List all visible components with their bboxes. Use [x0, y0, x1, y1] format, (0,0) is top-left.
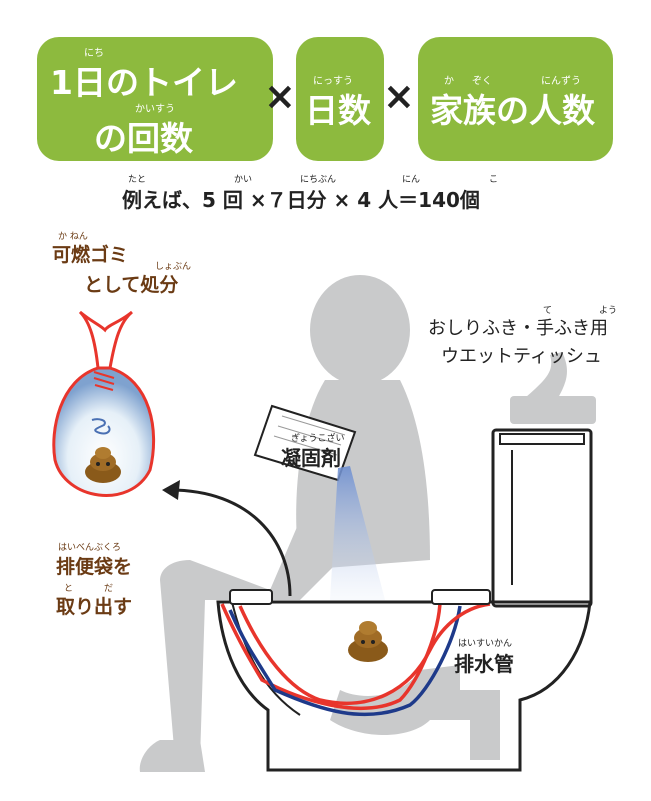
days-label: 日数	[305, 91, 371, 130]
family-size-label: 家族の人数	[430, 91, 595, 130]
ruby-shobun: しょぶん	[155, 262, 192, 272]
toilet-seat-right	[431, 589, 491, 605]
ruby-ninzuu: にんずう	[541, 76, 581, 87]
ruby-ka: か	[444, 76, 454, 87]
toilet-seat-left	[229, 589, 273, 605]
drain-pipe	[330, 665, 500, 760]
coagulant-spray	[330, 466, 385, 600]
toilet-bowl	[216, 600, 592, 772]
ruby-to: と	[64, 584, 74, 594]
remove-bag-line2: 取り出す	[56, 596, 133, 618]
ruby-nichi: にち	[84, 48, 104, 59]
ruby-nin: にん	[402, 175, 421, 185]
wipes-package-icon	[510, 352, 596, 424]
ruby-kanen: か ねん	[58, 232, 88, 242]
times-per-day-line1: 1日のトイレ	[50, 63, 238, 102]
multiply-sign-2: ×	[383, 74, 415, 118]
ruby-te: て	[543, 306, 553, 316]
toilet-tank	[491, 428, 593, 608]
days-box	[296, 37, 384, 161]
wipes-line2: ウエットティッシュ	[441, 346, 602, 367]
trash-bag-icon	[52, 310, 156, 497]
ruby-kai: かい	[234, 175, 253, 185]
ruby-you: よう	[599, 306, 618, 316]
ruby-gyoukozai: ぎょうこざい	[291, 434, 345, 444]
ruby-da: だ	[104, 584, 114, 594]
ruby-haibenbukuro: はいべんぶくろ	[58, 543, 122, 553]
disposal-line2: として処分	[84, 274, 179, 296]
remove-bag-line1: 排便袋を	[56, 556, 133, 578]
ruby-zoku: ぞく	[472, 76, 492, 87]
disposal-line1: 可燃ゴミ	[52, 244, 129, 266]
family-size-box	[418, 37, 613, 161]
ruby-ko: こ	[489, 175, 499, 185]
remove-arrow	[169, 488, 292, 597]
ruby-nichibun: にちぶん	[300, 175, 337, 185]
coagulant-label: 凝固剤	[281, 446, 341, 470]
times-per-day-line2: の回数	[94, 119, 193, 158]
example-calculation: 例えば、5 回 ×７日分 × 4 人＝140個	[122, 188, 480, 212]
ruby-tato: たと	[128, 175, 147, 185]
times-per-day-box	[37, 37, 273, 161]
ruby-kaisuu: かいすう	[135, 104, 175, 115]
ruby-haisuikan: はいすいかん	[458, 639, 513, 649]
poop-character-icon	[348, 621, 388, 662]
drain-pipe-label: 排水管	[454, 652, 514, 676]
multiply-sign-1: ×	[264, 74, 296, 118]
arrow-head-icon	[162, 480, 180, 500]
bag-lines	[220, 599, 491, 717]
ruby-nissuu: にっすう	[313, 76, 353, 87]
wipes-line1: おしりふき・手ふき用	[428, 318, 608, 339]
